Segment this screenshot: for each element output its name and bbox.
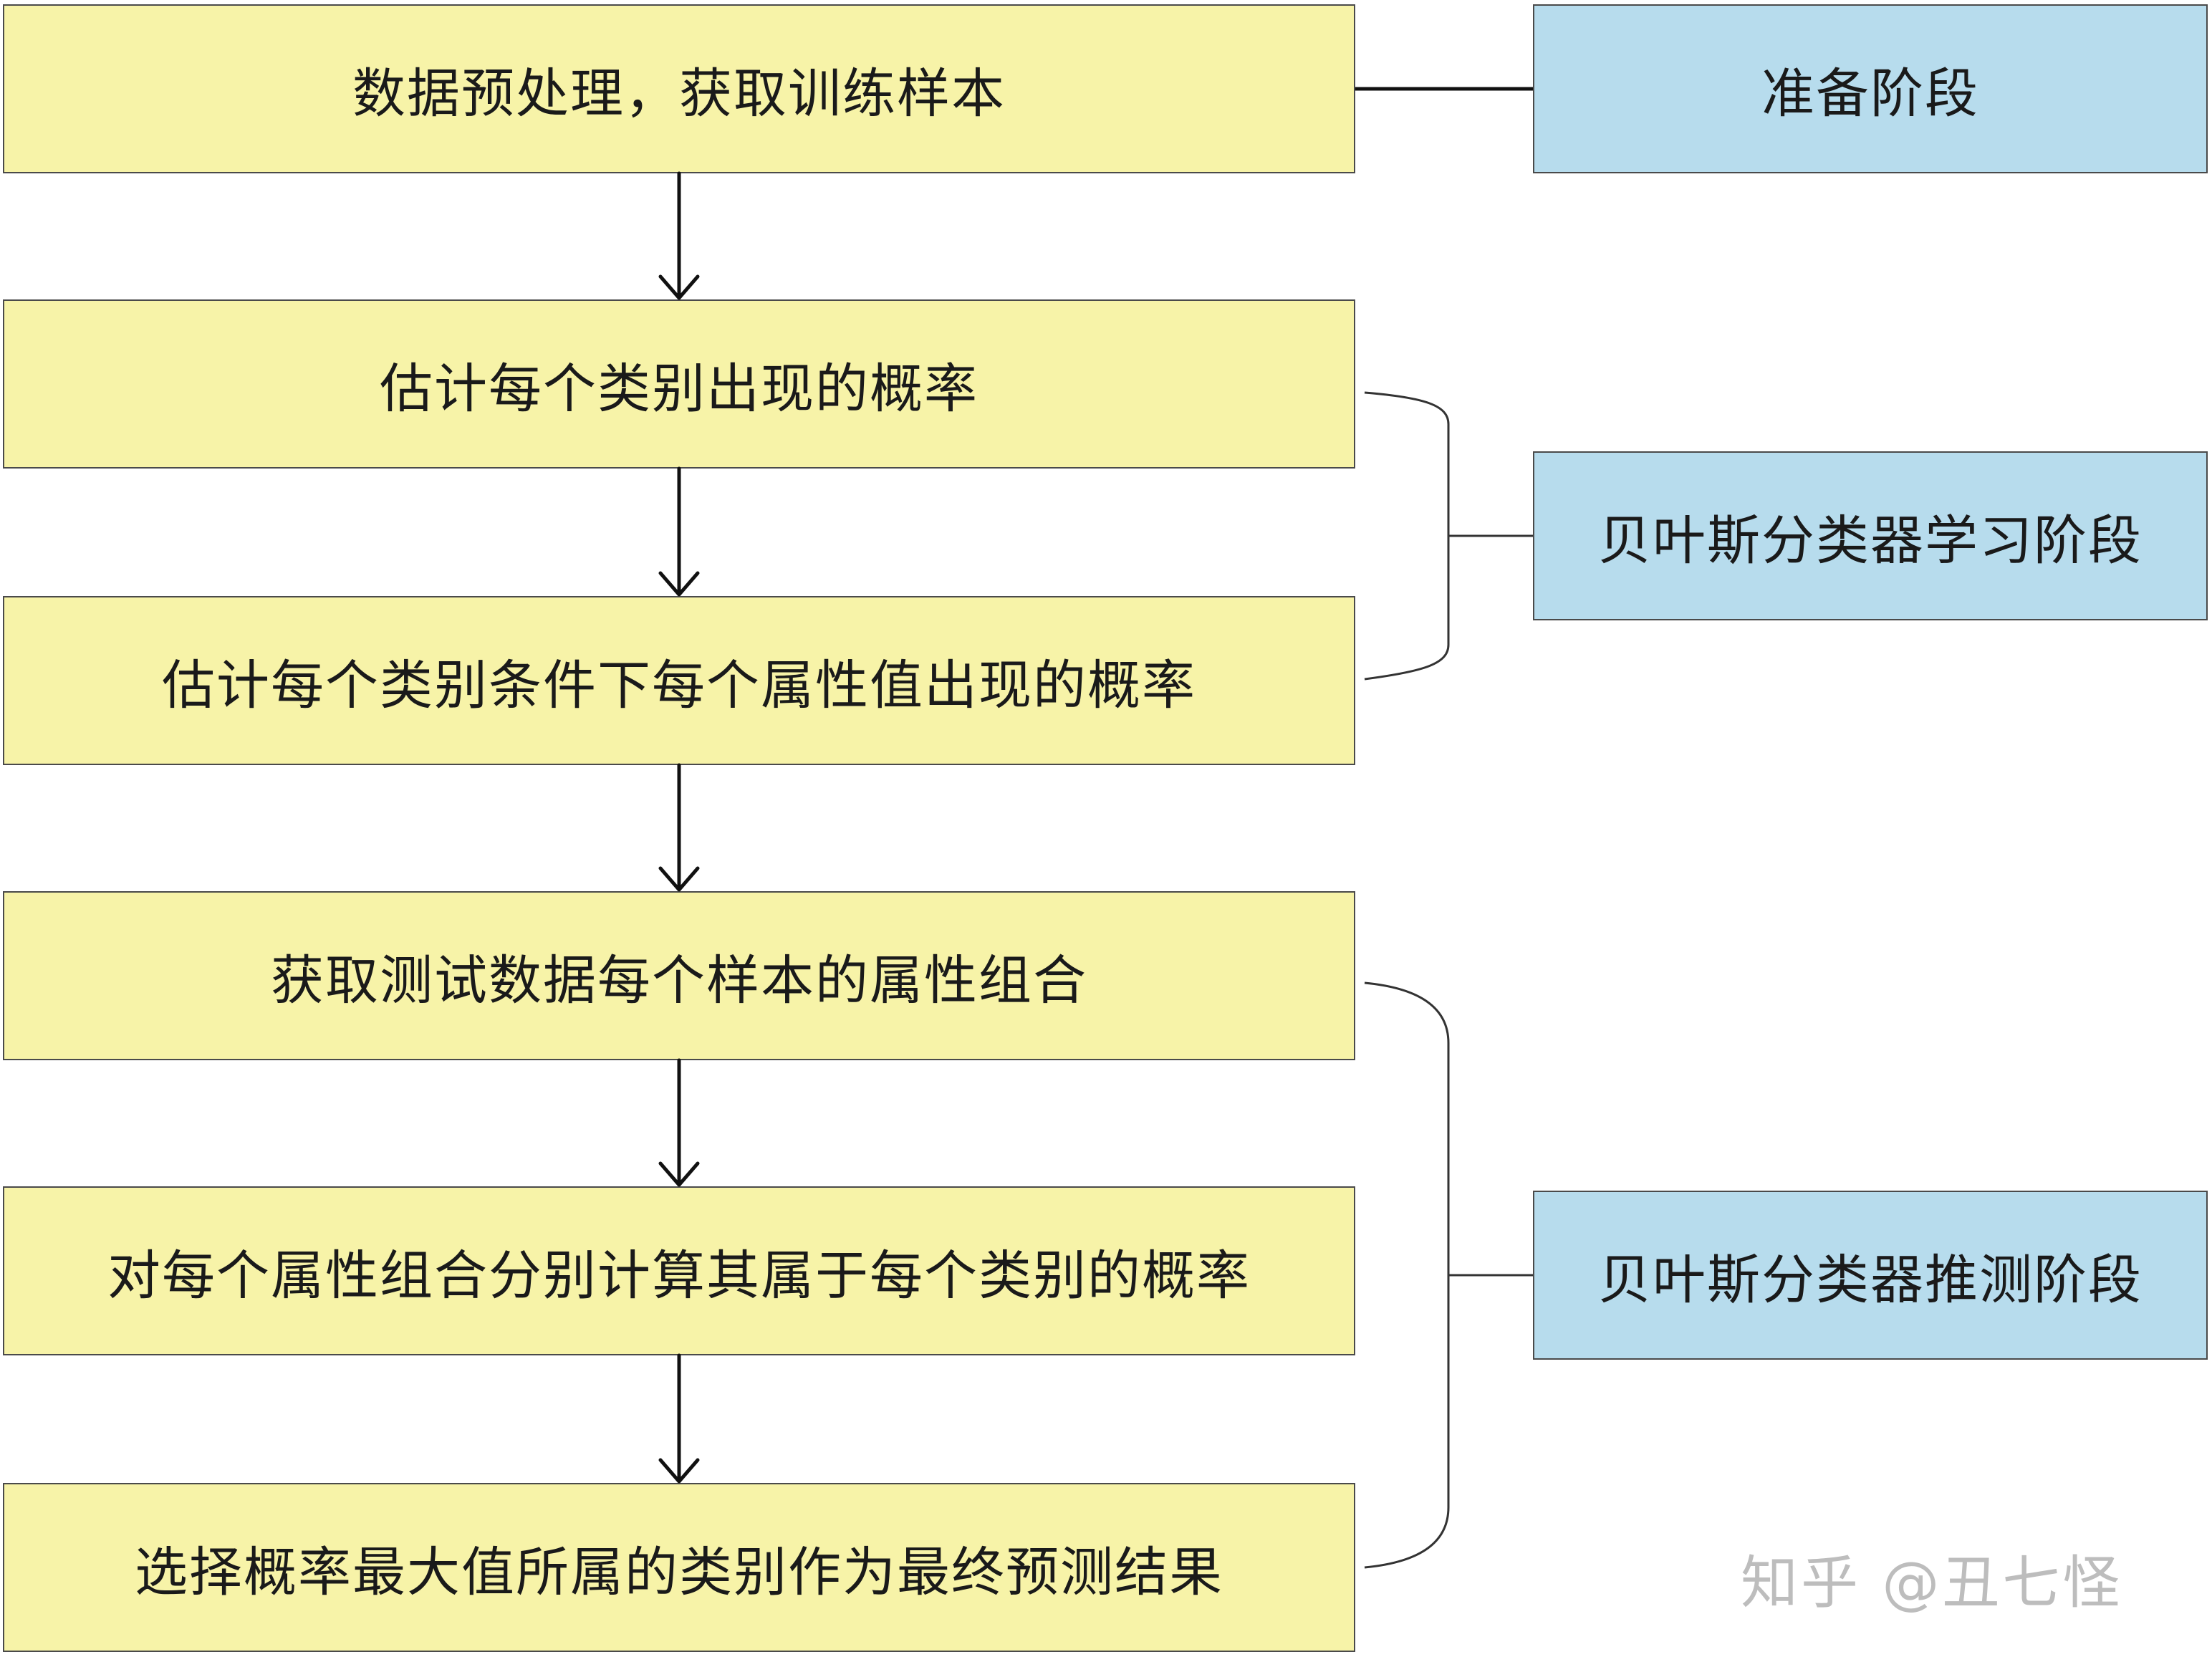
step-box-1: 数据预处理，获取训练样本	[3, 4, 1355, 173]
step-label: 对每个属性组合分别计算其属于每个类别的概率	[107, 1244, 1251, 1307]
arrow-2-to-3	[658, 466, 700, 597]
phase-box-preparation: 准备阶段	[1533, 4, 2208, 173]
phase-box-learning: 贝叶斯分类器学习阶段	[1533, 451, 2208, 620]
phase-box-inference: 贝叶斯分类器推测阶段	[1533, 1191, 2208, 1360]
step-box-3: 估计每个类别条件下每个属性值出现的概率	[3, 596, 1355, 765]
step-label: 选择概率最大值所属的类别作为最终预测结果	[135, 1541, 1223, 1603]
arrow-1-to-2	[658, 171, 700, 300]
step-box-5: 对每个属性组合分别计算其属于每个类别的概率	[3, 1186, 1355, 1355]
step-label: 估计每个类别条件下每个属性值出现的概率	[162, 654, 1196, 716]
arrow-4-to-5	[658, 1058, 700, 1187]
step-label: 估计每个类别出现的概率	[380, 357, 978, 420]
phase-label: 贝叶斯分类器学习阶段	[1598, 509, 2143, 572]
watermark-text: 知乎 @丑七怪	[1741, 1550, 2123, 1616]
step-label: 数据预处理，获取训练样本	[352, 62, 1006, 125]
phase-label: 准备阶段	[1761, 62, 1979, 125]
step-box-4: 获取测试数据每个样本的属性组合	[3, 891, 1355, 1060]
step-box-6: 选择概率最大值所属的类别作为最终预测结果	[3, 1483, 1355, 1652]
arrow-3-to-4	[658, 763, 700, 892]
brace-inference	[1364, 981, 1533, 1569]
arrow-5-to-6	[658, 1353, 700, 1484]
brace-learning	[1364, 391, 1533, 681]
phase-label: 贝叶斯分类器推测阶段	[1598, 1249, 2143, 1311]
step-label: 获取测试数据每个样本的属性组合	[271, 949, 1087, 1012]
